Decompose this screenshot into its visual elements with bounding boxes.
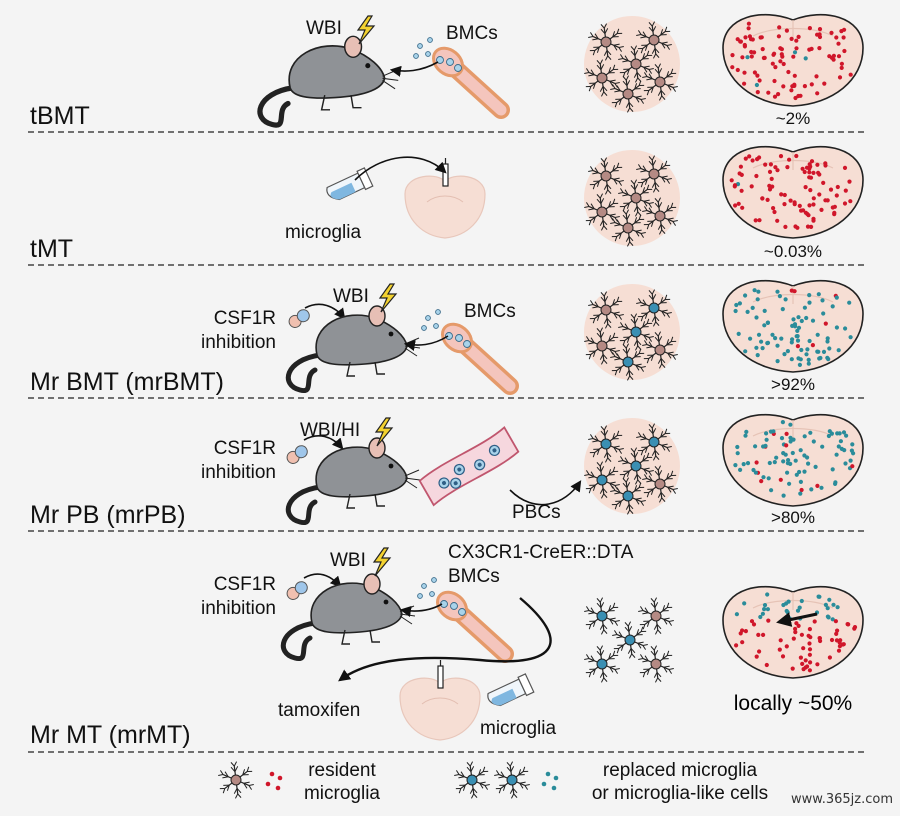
arrow xyxy=(389,61,439,77)
cells-label: BMCs xyxy=(446,23,498,44)
row-mrpb: CSF1R inhibition WBI/HI PBCs xyxy=(201,413,864,526)
radiation-label: WBI/HI xyxy=(300,420,360,441)
row-tbmt: WBI BMCs xyxy=(257,13,864,128)
tube-icon xyxy=(487,673,535,707)
legend: resident microglia replaced microglia or… xyxy=(218,760,768,804)
microglia-field-icon xyxy=(584,284,680,381)
pill-icon xyxy=(286,445,308,464)
brain-section-icon xyxy=(722,13,864,107)
bone-icon xyxy=(436,590,514,663)
drug-label: CSF1R xyxy=(214,574,276,595)
lightning-icon xyxy=(356,15,376,45)
row-mrmt: CSF1R inhibition WBI CX3CR1-CreER::DTA B… xyxy=(201,542,864,741)
donor-label: CX3CR1-CreER::DTA xyxy=(448,542,634,563)
row-title-mrbmt: Mr BMT (mrBMT) xyxy=(30,368,224,396)
arrow xyxy=(303,573,342,588)
mouse-icon xyxy=(257,35,399,128)
legend-resident-label: resident xyxy=(308,760,376,781)
pill-icon xyxy=(288,309,310,328)
cell-dots-icon xyxy=(417,577,437,599)
long-arrow xyxy=(338,597,552,682)
legend-replaced-label-line2: or microglia-like cells xyxy=(592,783,768,804)
replacement-percent-tbmt: ~2% xyxy=(776,109,811,128)
arrow xyxy=(399,603,443,617)
brain-section-icon xyxy=(722,279,864,373)
source-label: microglia xyxy=(285,222,361,243)
cells-label: PBCs xyxy=(512,502,561,523)
drug-label: CSF1R xyxy=(214,438,276,459)
row-mrbmt: CSF1R inhibition WBI BMCs xyxy=(201,279,864,395)
source-label: microglia xyxy=(480,718,556,739)
cell-dots-icon xyxy=(413,37,433,59)
microglia-field-icon xyxy=(584,418,680,515)
replacement-percent-tmt: ~0.03% xyxy=(764,242,822,261)
legend-replaced-label: replaced microglia xyxy=(603,760,758,781)
lightning-icon xyxy=(374,417,394,447)
radiation-label: WBI xyxy=(306,18,342,39)
arrow xyxy=(354,156,447,181)
cells-label: BMCs xyxy=(448,566,500,587)
drug-label-line2: inhibition xyxy=(201,598,276,619)
replaced-dots-icon xyxy=(541,771,559,791)
row-title-tbmt: tBMT xyxy=(30,102,90,130)
drug-label-line2: inhibition xyxy=(201,332,276,353)
replacement-percent-mrpb: >80% xyxy=(771,508,815,527)
row-separators xyxy=(28,131,868,753)
microglia-field-icon xyxy=(584,597,674,683)
cells-label: BMCs xyxy=(464,301,516,322)
tube-icon xyxy=(326,167,374,201)
replaced-microglia-icon xyxy=(454,761,490,799)
pill-icon xyxy=(286,581,308,600)
brain-outline-icon xyxy=(399,660,481,741)
replaced-microglia-small-icon xyxy=(494,761,530,799)
brain-section-icon xyxy=(722,585,864,679)
watermark: www.365jz.com xyxy=(791,792,893,807)
brain-section-icon xyxy=(722,413,864,507)
radiation-label: WBI xyxy=(333,286,369,307)
drug-label-line2: inhibition xyxy=(201,462,276,483)
replacement-percent-mrmt: locally ~50% xyxy=(734,692,852,715)
bone-icon xyxy=(432,46,510,119)
replacement-percent-mrbmt: >92% xyxy=(771,375,815,394)
drug-label: CSF1R xyxy=(214,308,276,329)
legend-resident-label-line2: microglia xyxy=(304,783,380,804)
microglia-field-icon xyxy=(584,150,680,247)
row-title-mrmt: Mr MT (mrMT) xyxy=(30,721,191,749)
lightning-icon xyxy=(378,283,398,313)
tamoxifen-label: tamoxifen xyxy=(278,700,360,721)
lightning-icon xyxy=(372,547,392,577)
arrow xyxy=(509,480,582,506)
row-tmt: microglia xyxy=(285,145,864,247)
cell-dots-icon xyxy=(421,309,441,331)
resident-microglia-icon xyxy=(218,761,254,799)
microglia-field-icon xyxy=(584,16,680,113)
bone-icon xyxy=(441,322,519,395)
blood-vessel-icon xyxy=(418,426,520,507)
brain-outline-icon xyxy=(404,158,486,239)
resident-dots-icon xyxy=(265,771,283,791)
arrow xyxy=(303,435,344,450)
mouse-icon xyxy=(285,437,421,526)
arrow xyxy=(403,335,449,351)
row-title-tmt: tMT xyxy=(30,235,73,263)
brain-section-icon xyxy=(722,145,864,239)
radiation-label: WBI xyxy=(330,550,366,571)
row-title-mrpb: Mr PB (mrPB) xyxy=(30,501,186,529)
arrow xyxy=(304,303,346,320)
